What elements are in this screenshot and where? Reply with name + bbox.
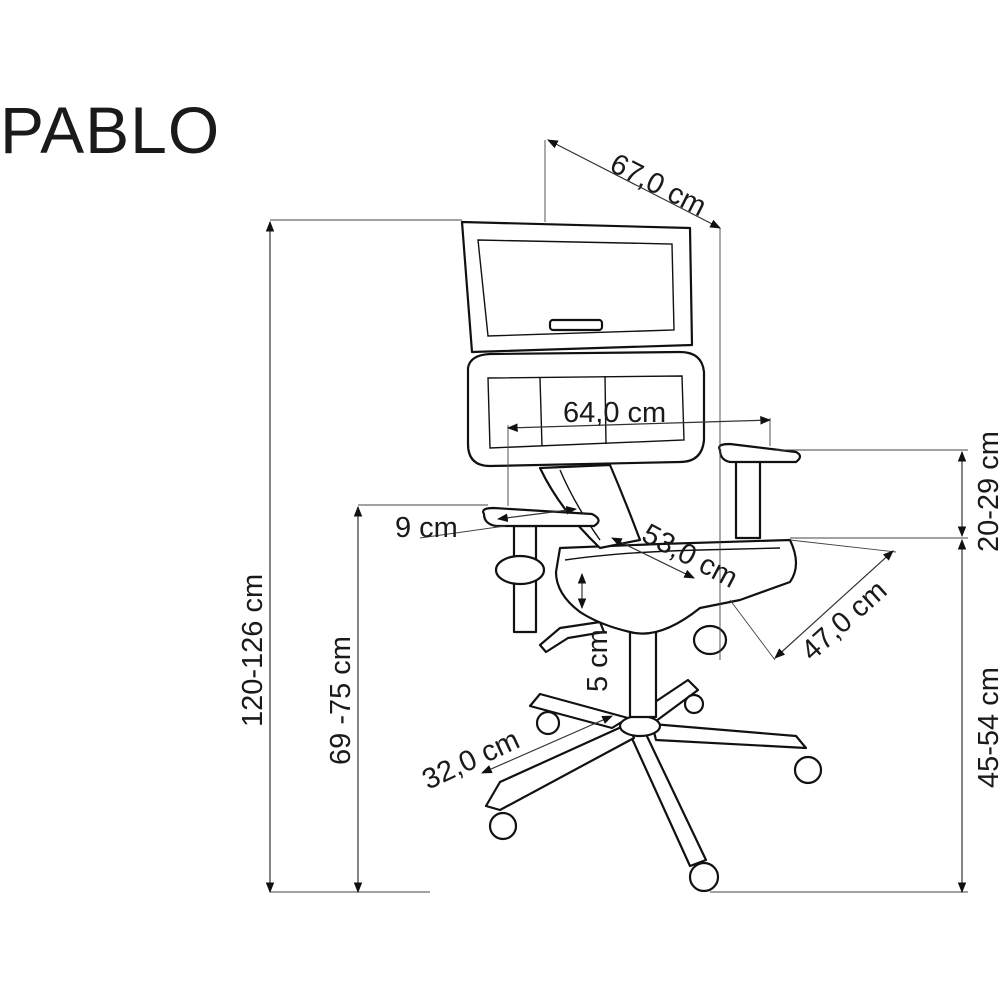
caster [683,693,705,715]
dim-armrest-span: 64,0 cm [506,397,772,506]
gas-lift [628,623,658,719]
dim-total-height: 120-126 cm [237,219,462,894]
label-seat-slide: 5 cm [582,629,614,692]
armrest-right [718,442,802,540]
dim-armrest-height: 69 -75 cm [325,504,488,894]
product-title: PABLO [0,93,221,167]
dim-armrest-adjust: 20-29 cm [776,431,1000,552]
label-armrest-span: 64,0 cm [563,397,666,429]
tilt-lever [538,620,728,656]
label-armrest-adjust: 20-29 cm [973,431,1000,552]
backrest-upper [460,220,694,354]
backrest-lower [466,350,706,468]
label-total-depth: 67,0 cm [605,148,711,223]
label-seat-depth: 47,0 cm [795,574,893,667]
label-seat-height: 45-54 cm [973,667,1000,788]
dim-seat-height: 45-54 cm [710,538,1000,894]
caster [488,811,518,841]
label-total-height: 120-126 cm [237,574,269,727]
dim-seat-slide: 5 cm [577,572,614,692]
backrest-support [538,463,642,550]
chair-illustration [460,220,823,893]
caster [793,755,823,785]
caster [688,861,720,893]
caster [535,710,561,736]
dim-armrest-width: 9 cm [395,505,578,544]
label-armrest-width: 9 cm [395,512,458,544]
label-armrest-height: 69 -75 cm [325,636,357,765]
